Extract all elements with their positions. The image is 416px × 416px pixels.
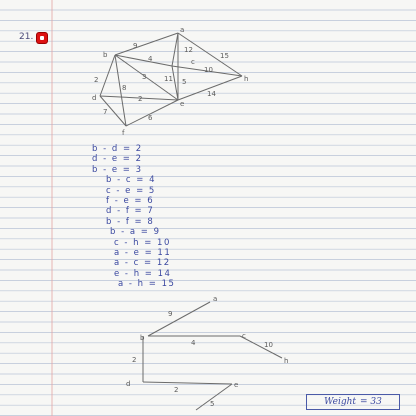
edge-list-item: a - e = 11 <box>114 248 172 258</box>
weight-2-bd: 2 <box>94 76 98 84</box>
edge-list-item: c - h = 10 <box>114 237 171 248</box>
edge-list-item: b - f = 8 <box>106 216 155 227</box>
mst-weight-2-de: 2 <box>174 386 178 394</box>
vertex-e: e <box>180 100 184 108</box>
weight-9: 9 <box>133 42 137 50</box>
weight-2-de: 2 <box>138 95 142 103</box>
question-number: 21. <box>19 32 34 42</box>
weight-4: 4 <box>148 55 153 63</box>
vertex-a: a <box>180 26 184 34</box>
vertex-d: d <box>92 94 96 102</box>
weight-11: 11 <box>164 75 173 83</box>
weight-7: 7 <box>103 108 107 116</box>
weight-5: 5 <box>182 78 186 86</box>
edge-list-item: e - h = 14 <box>114 268 172 279</box>
edge-list-item: d - f = 7 <box>106 206 155 217</box>
weight-6: 6 <box>148 114 153 122</box>
vertex-b: b <box>103 51 108 59</box>
edge-list-item: b - e = 3 <box>92 164 143 175</box>
mst-weight-4: 4 <box>191 339 196 347</box>
mst-vertex-c: c <box>242 332 246 340</box>
edge-list-item: b - c = 4 <box>106 175 156 186</box>
mst-vertex-d: d <box>126 380 130 388</box>
vertex-f: f <box>122 129 125 137</box>
mst-weight-2-bd: 2 <box>132 356 136 364</box>
mst-weight-5: 5 <box>210 400 214 408</box>
mst-vertex-e: e <box>234 381 238 389</box>
mst-vertex-h: h <box>284 357 288 365</box>
edge-list-item: d - e = 2 <box>92 154 143 165</box>
edge-list-item: c - e = 5 <box>106 185 156 196</box>
weight-12: 12 <box>184 46 193 54</box>
vertex-h: h <box>244 75 248 83</box>
weight-value: = 33 <box>360 397 382 407</box>
edge-list-item: a - c = 12 <box>114 258 171 269</box>
edge-list-item: a - h = 15 <box>118 279 176 290</box>
mst-vertex-a: a <box>213 295 217 303</box>
record-marker-icon[interactable] <box>37 33 47 43</box>
mst-vertex-b: b <box>140 334 145 342</box>
total-weight-box: Weight = 33 <box>306 394 400 410</box>
mst-weight-10: 10 <box>264 341 273 349</box>
weight-8: 8 <box>122 84 126 92</box>
edge-list-item: b - a = 9 <box>110 227 161 238</box>
weight-label: Weight <box>324 397 357 407</box>
weight-14: 14 <box>207 90 216 98</box>
mst-weight-9: 9 <box>168 310 172 318</box>
weight-10: 10 <box>204 66 213 74</box>
edge-list-item: b - d = 2 <box>92 144 143 154</box>
weight-3: 3 <box>142 73 146 81</box>
edge-list-item: f - e = 6 <box>106 196 155 206</box>
weight-15: 15 <box>220 52 229 60</box>
vertex-c: c <box>191 58 195 66</box>
